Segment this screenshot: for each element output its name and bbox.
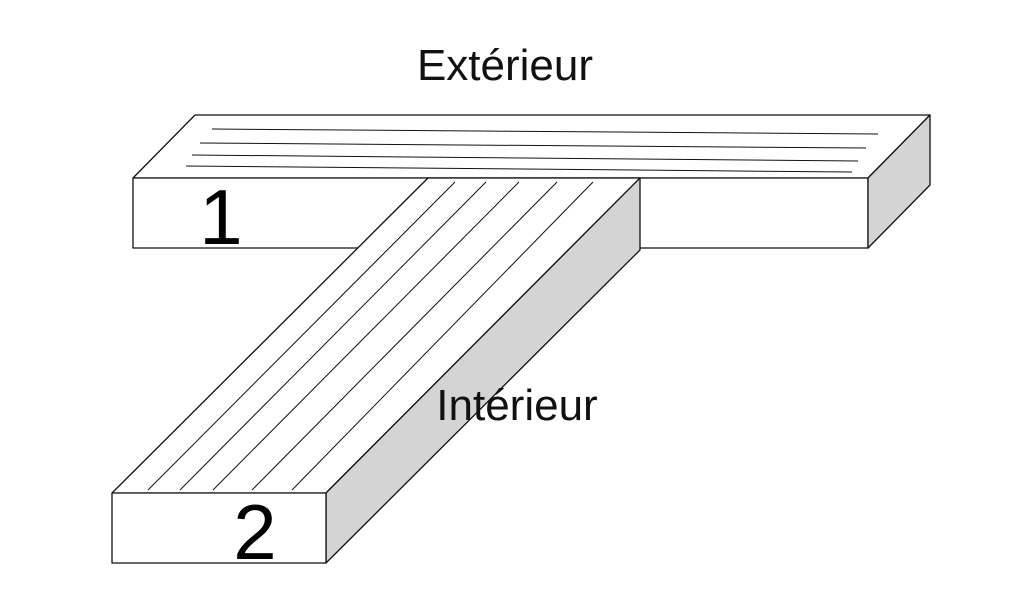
board-1-end-face <box>867 114 931 249</box>
interior-label: Intérieur <box>436 381 597 430</box>
board-1 <box>132 114 931 249</box>
board-1-top-face <box>132 114 931 179</box>
exterior-label: Extérieur <box>417 41 593 90</box>
board-1-number: 1 <box>199 173 242 261</box>
board-2-number: 2 <box>233 488 276 576</box>
board-1-grain-lines <box>185 128 879 173</box>
board-2 <box>111 177 641 564</box>
board-2-grain-lines <box>147 181 594 491</box>
board-2-end-face <box>111 492 327 564</box>
